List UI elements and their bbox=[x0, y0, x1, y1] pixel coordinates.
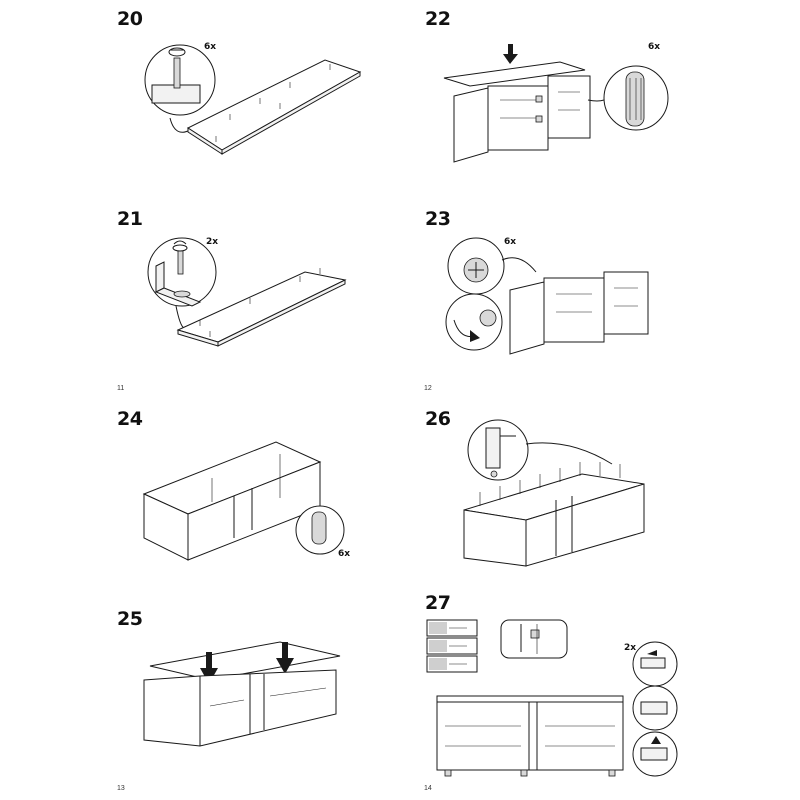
rotate-arrow-icon bbox=[453, 319, 480, 342]
page-number-13: 13 bbox=[117, 785, 125, 792]
step-22-number: 22 bbox=[425, 8, 451, 30]
step-20-number: 20 bbox=[117, 8, 143, 30]
step-26-illustration bbox=[460, 418, 660, 578]
dowel-icon bbox=[625, 71, 645, 127]
screw-icon bbox=[485, 427, 516, 478]
step-25-illustration bbox=[140, 636, 350, 766]
step-21-number: 21 bbox=[117, 208, 143, 230]
wall-plug-icon bbox=[426, 619, 478, 673]
step-24-illustration bbox=[140, 438, 350, 568]
step-21-quantity: 2x bbox=[206, 237, 219, 247]
step-24-number: 24 bbox=[117, 408, 143, 430]
screw-icon bbox=[172, 240, 188, 275]
step-22-quantity: 6x bbox=[648, 42, 661, 52]
dowel-icon bbox=[311, 511, 327, 545]
step-27-number: 27 bbox=[425, 592, 451, 614]
page-number-12: 12 bbox=[424, 385, 432, 392]
step-27-illustration bbox=[425, 616, 685, 786]
step-20-quantity: 6x bbox=[204, 42, 217, 52]
step-21-illustration bbox=[140, 230, 360, 360]
wall-detail-box bbox=[500, 619, 568, 659]
press-arrow-icon bbox=[503, 44, 518, 64]
page-number-11: 11 bbox=[117, 385, 125, 392]
step-23-quantity: 6x bbox=[504, 237, 517, 247]
dowel-icon bbox=[168, 47, 186, 89]
step-25-number: 25 bbox=[117, 608, 143, 630]
page-number-14: 14 bbox=[424, 785, 432, 792]
step-26-number: 26 bbox=[425, 408, 451, 430]
step-23-illustration bbox=[440, 232, 670, 362]
step-24-quantity: 6x bbox=[338, 549, 351, 559]
step-27-quantity: 2x bbox=[624, 643, 637, 653]
cam-lock-icon bbox=[463, 257, 489, 283]
bracket-icon bbox=[640, 650, 666, 669]
step-20-illustration bbox=[130, 30, 370, 170]
step-23-number: 23 bbox=[425, 208, 451, 230]
step-22-illustration bbox=[440, 40, 670, 170]
